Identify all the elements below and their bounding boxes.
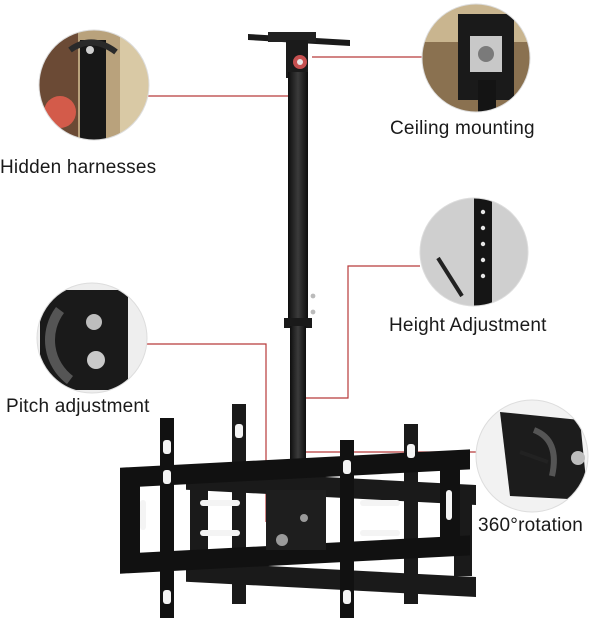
- label-360-rotation: 360°rotation: [478, 515, 584, 536]
- telescopic-pole: [284, 72, 316, 496]
- detail-height-adjustment: [420, 198, 528, 306]
- label-height-adjustment: Height Adjustment: [389, 315, 547, 336]
- detail-ring-ceiling: [421, 3, 531, 113]
- frame-slots: [140, 424, 452, 604]
- label-pitch-adjustment: Pitch adjustment: [6, 396, 150, 417]
- detail-ceiling-mounting: [422, 4, 530, 112]
- detail-pitch-adjustment: [37, 283, 147, 393]
- label-ceiling-mounting: Ceiling mounting: [390, 118, 535, 139]
- detail-ring-pitch: [36, 282, 148, 394]
- callout-line-height: [302, 265, 420, 399]
- detail-ring-rotation: [475, 399, 589, 513]
- detail-360-rotation: [476, 400, 588, 512]
- detail-ring-height: [419, 197, 529, 307]
- label-hidden-harnesses: Hidden harnesses: [0, 157, 157, 178]
- detail-hidden-harnesses: [39, 30, 149, 140]
- ceiling-plate: [248, 32, 350, 78]
- detail-ring-hidden: [38, 29, 150, 141]
- front-mounting-frame: [120, 418, 470, 618]
